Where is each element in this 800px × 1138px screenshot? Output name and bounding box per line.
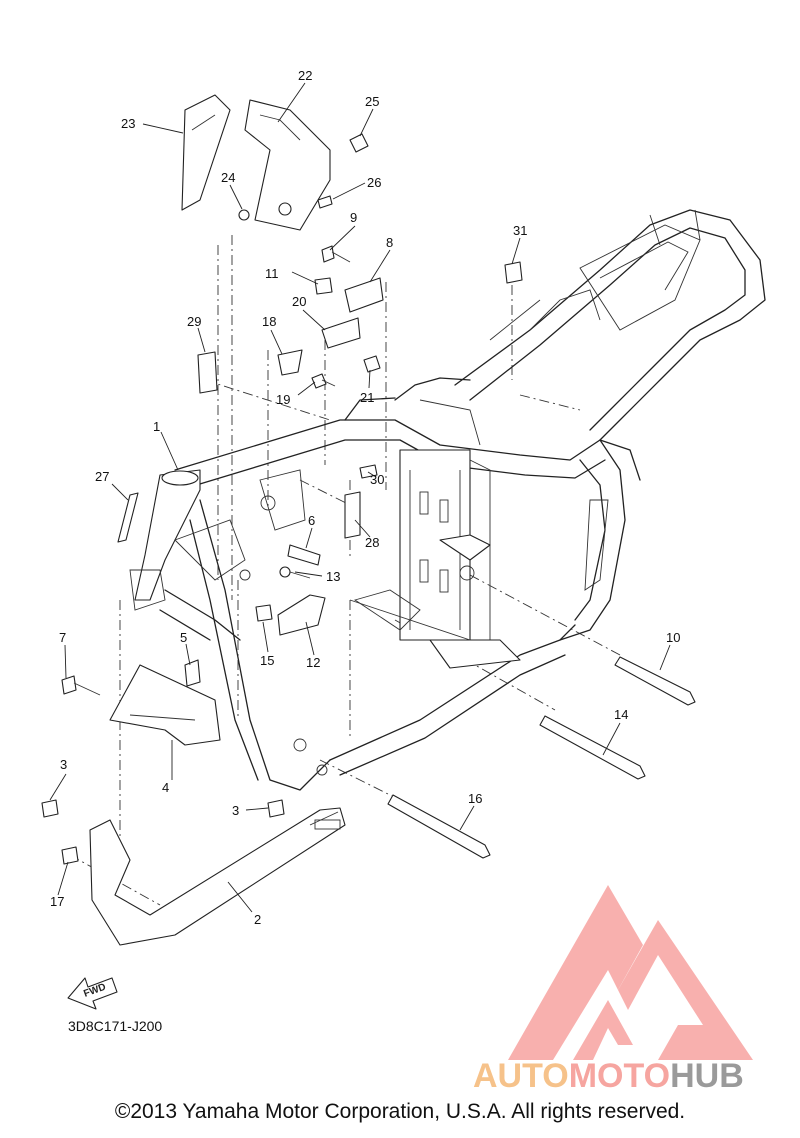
main-frame <box>129 209 766 791</box>
callout-14: 14 <box>614 707 628 722</box>
watermark-moto: MOTO <box>569 1057 670 1095</box>
callout-31: 31 <box>513 223 527 238</box>
callout-27: 27 <box>95 469 109 484</box>
callout-labels: 1 2 3 3 4 5 6 7 8 9 10 11 12 13 14 15 16… <box>50 68 680 927</box>
loose-parts <box>41 94 696 946</box>
callout-7: 7 <box>59 630 66 645</box>
callout-3-left: 3 <box>60 757 67 772</box>
callout-8: 8 <box>386 235 393 250</box>
callout-25: 25 <box>365 94 379 109</box>
callout-2: 2 <box>254 912 261 927</box>
callout-30: 30 <box>370 472 384 487</box>
callout-12: 12 <box>306 655 320 670</box>
callout-28: 28 <box>365 535 379 550</box>
fwd-arrow-icon: FWD <box>67 977 118 1010</box>
callout-22: 22 <box>298 68 312 83</box>
callout-16: 16 <box>468 791 482 806</box>
callout-1: 1 <box>153 419 160 434</box>
callout-6: 6 <box>308 513 315 528</box>
assembly-lines <box>69 235 621 906</box>
callout-3-right: 3 <box>232 803 239 818</box>
automotohub-logo-icon <box>508 885 753 1060</box>
part-code: 3D8C171-J200 <box>68 1018 162 1034</box>
callout-11: 11 <box>265 266 279 281</box>
svg-text:AUTOMOTOHUB: AUTOMOTOHUB <box>473 1057 744 1095</box>
callout-23: 23 <box>121 116 135 131</box>
callout-13: 13 <box>326 569 340 584</box>
callout-21: 21 <box>360 390 374 405</box>
callout-18: 18 <box>262 314 276 329</box>
watermark-hub: HUB <box>670 1057 744 1095</box>
copyright-footer: ©2013 Yamaha Motor Corporation, U.S.A. A… <box>114 1100 686 1123</box>
callout-5: 5 <box>180 630 187 645</box>
watermark-auto: AUTO <box>473 1057 569 1095</box>
callout-4: 4 <box>162 780 169 795</box>
callout-9: 9 <box>350 210 357 225</box>
callout-19: 19 <box>276 392 290 407</box>
leader-lines <box>49 82 671 913</box>
callout-29: 29 <box>187 314 201 329</box>
automotohub-watermark: AUTOMOTOHUB <box>473 885 753 1095</box>
callout-26: 26 <box>367 175 381 190</box>
callout-20: 20 <box>292 294 306 309</box>
callout-24: 24 <box>221 170 235 185</box>
callout-15: 15 <box>260 653 274 668</box>
callout-17: 17 <box>50 894 64 909</box>
callout-10: 10 <box>666 630 680 645</box>
